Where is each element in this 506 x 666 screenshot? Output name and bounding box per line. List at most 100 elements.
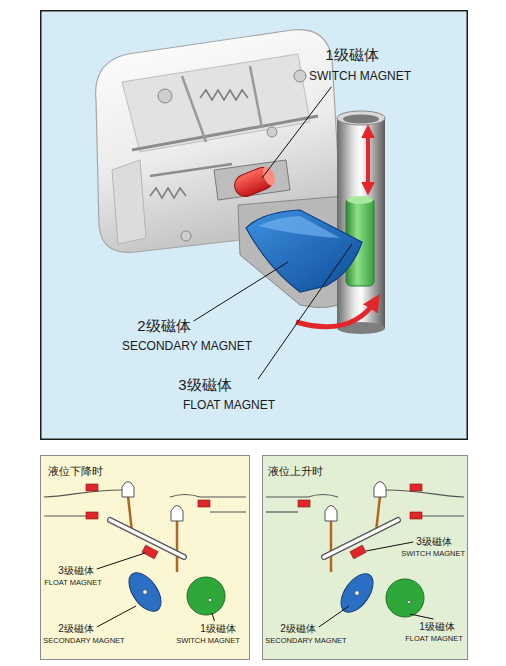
round-magnet — [187, 577, 225, 615]
contact-spring — [266, 495, 338, 498]
rod-cap — [171, 506, 183, 522]
label-cn: 1级磁体 — [200, 623, 236, 635]
pivot-dot — [143, 590, 147, 594]
leader-line — [319, 606, 349, 627]
label-slot: 液位下降时 — [48, 465, 103, 478]
contact-point — [198, 500, 210, 507]
label-en: SWITCH MAGNET — [401, 550, 465, 559]
pivot-dot — [407, 600, 410, 603]
secondary-magnet — [246, 210, 362, 292]
label-slot: 3级磁体 — [416, 536, 452, 548]
switch-housing — [96, 30, 341, 253]
panel-title: 液位上升时 — [268, 465, 323, 478]
round-magnet — [386, 579, 424, 617]
screw — [181, 231, 191, 241]
label-en: FLOAT MAGNET — [183, 399, 275, 413]
contact-spring — [210, 511, 246, 512]
label-slot: SWITCH MAGNET — [309, 70, 411, 84]
label-cn: 2级磁体 — [137, 317, 190, 334]
label-cn: 1级磁体 — [419, 621, 455, 633]
label-cn: 2级磁体 — [58, 623, 94, 635]
label-en: SWITCH MAGNET — [176, 637, 240, 646]
leader-line — [194, 262, 288, 321]
switch-magnet — [231, 164, 276, 199]
label-slot: 1级磁体 — [419, 621, 455, 633]
leader-line — [97, 553, 145, 569]
rod-cap — [325, 506, 337, 522]
label-slot: FLOAT MAGNET — [405, 635, 463, 644]
float-tube — [337, 111, 385, 125]
contact-spring — [386, 490, 464, 497]
magnet-highlight — [258, 216, 340, 238]
screw — [267, 127, 277, 137]
screw — [158, 89, 172, 103]
rotation-arrow — [296, 300, 376, 327]
state-panel: 液位上升时 3级磁体 SWITCH MAGNET 2级磁体 SECONDARY MAGN… — [262, 455, 468, 660]
label-slot: FLOAT MAGNET — [44, 579, 102, 588]
label-en: SWITCH MAGNET — [309, 70, 411, 84]
float-magnet — [347, 196, 373, 204]
leader-line — [262, 87, 331, 178]
motion-arrow — [366, 130, 370, 190]
contact-spring — [170, 495, 246, 498]
float-tube — [343, 115, 379, 124]
contact-spring — [422, 515, 464, 516]
label-slot: 2级磁体 — [58, 623, 94, 635]
float-tube — [337, 118, 385, 328]
small-magnet — [350, 545, 366, 559]
contact-point — [86, 484, 98, 491]
label-slot: 2级磁体 — [137, 317, 190, 334]
contact-point — [410, 512, 422, 519]
contact-spring — [44, 515, 86, 516]
leader-group — [194, 87, 352, 379]
pivot-rod — [330, 521, 333, 572]
contact-point — [298, 500, 310, 507]
label-slot: SWITCH MAGNET — [401, 550, 465, 559]
leader-group — [97, 553, 215, 627]
label-slot: 1级磁体 — [200, 623, 236, 635]
label-slot: SECONDARY MAGNET — [43, 637, 124, 646]
screw — [294, 70, 306, 82]
label-slot: SECONDARY MAGNET — [122, 340, 252, 354]
label-slot: 液位上升时 — [268, 465, 323, 478]
label-en: FLOAT MAGNET — [405, 635, 463, 644]
rod-cap — [374, 482, 386, 498]
pivot-rod — [176, 521, 179, 572]
illustration-panel: 1级磁体 SWITCH MAGNET 2级磁体 SECONDARY MAGNET 3级磁… — [40, 10, 468, 440]
leader-line — [410, 614, 433, 619]
pivot-dot — [355, 591, 359, 595]
contact-rod — [182, 76, 206, 142]
small-magnet — [142, 545, 158, 559]
leader-line — [97, 606, 136, 627]
secondary-magnet — [335, 568, 380, 618]
label-slot: 1级磁体 — [325, 46, 378, 63]
label-slot: 2级磁体 — [280, 623, 316, 635]
label-slot: 3级磁体 — [178, 376, 231, 393]
pivot-dot — [208, 598, 211, 601]
contact-rod — [250, 66, 262, 128]
spring — [150, 188, 186, 198]
contact-bracket — [214, 160, 290, 200]
leader-line — [258, 244, 352, 379]
state-panel: 液位下降时 3级磁体 FLOAT MAGNET 2级磁体 SECONDARY MAGNE… — [40, 455, 250, 660]
label-en: SECONDARY MAGNET — [43, 637, 124, 646]
contact-point — [410, 484, 422, 491]
label-slot: 3级磁体 — [58, 565, 94, 577]
spring — [200, 90, 248, 100]
rod-cap — [122, 482, 134, 498]
housing-recess — [122, 54, 310, 152]
label-cn: 3级磁体 — [178, 376, 231, 393]
label-slot: FLOAT MAGNET — [183, 399, 275, 413]
label-slot: SWITCH MAGNET — [176, 637, 240, 646]
label-en: SECONDARY MAGNET — [265, 637, 346, 646]
label-cn: 3级磁体 — [58, 565, 94, 577]
contact-spring — [266, 511, 298, 512]
panel-title: 液位下降时 — [48, 465, 103, 478]
leader-line — [212, 613, 214, 621]
label-en: SECONDARY MAGNET — [122, 340, 252, 354]
label-cn: 3级磁体 — [416, 536, 452, 548]
housing-recess — [112, 160, 146, 244]
label-cn: 2级磁体 — [280, 623, 316, 635]
label-en: FLOAT MAGNET — [44, 579, 102, 588]
